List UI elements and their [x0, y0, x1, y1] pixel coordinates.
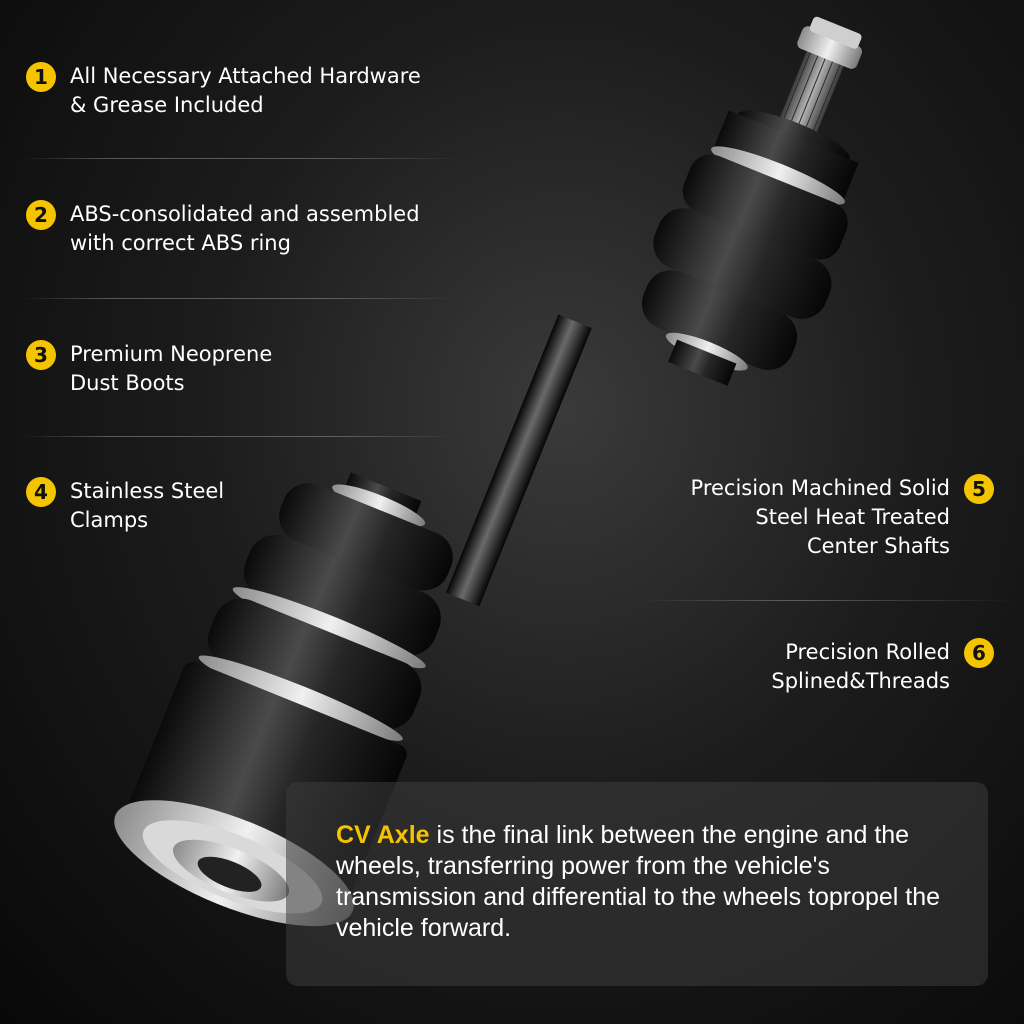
- description-panel: [286, 782, 988, 986]
- feature-5: Precision Machined Solid Steel Heat Trea…: [691, 474, 994, 561]
- feature-5-line-1: Precision Machined Solid: [690, 476, 950, 500]
- divider: [20, 298, 460, 299]
- feature-4-line-2: Clamps: [70, 508, 149, 532]
- feature-1: 1 All Necessary Attached Hardware & Grea…: [26, 62, 421, 120]
- feature-5-line-2: Steel Heat Treated: [755, 505, 950, 529]
- feature-3-number-badge: 3: [26, 340, 56, 370]
- feature-3-line-2: Dust Boots: [70, 371, 185, 395]
- divider: [20, 436, 460, 437]
- feature-6-line-1: Precision Rolled: [785, 640, 950, 664]
- feature-3-line-1: Premium Neoprene: [70, 342, 273, 366]
- feature-1-line-1: All Necessary Attached Hardware: [70, 64, 421, 88]
- feature-2-line-2: with correct ABS ring: [70, 231, 291, 255]
- feature-1-number-badge: 1: [26, 62, 56, 92]
- feature-6-line-2: Splined&Threads: [771, 669, 950, 693]
- feature-4-number-badge: 4: [26, 477, 56, 507]
- feature-1-line-2: & Grease Included: [70, 93, 264, 117]
- feature-2-number-badge: 2: [26, 200, 56, 230]
- feature-4: 4 Stainless Steel Clamps: [26, 477, 224, 535]
- description-body: is the final link between the engine and…: [336, 821, 941, 942]
- feature-6-number-badge: 6: [964, 638, 994, 668]
- feature-4-line-1: Stainless Steel: [70, 479, 225, 503]
- divider: [20, 158, 460, 159]
- feature-2-line-1: ABS-consolidated and assembled: [70, 202, 420, 226]
- feature-5-line-3: Center Shafts: [806, 534, 950, 558]
- feature-3: 3 Premium Neoprene Dust Boots: [26, 340, 272, 398]
- description-highlight: CV Axle: [336, 821, 430, 849]
- divider: [640, 600, 1020, 601]
- feature-5-number-badge: 5: [964, 474, 994, 504]
- feature-6: Precision Rolled Splined&Threads 6: [771, 638, 994, 696]
- feature-2: 2 ABS-consolidated and assembled with co…: [26, 200, 420, 258]
- description-text: CV Axle is the final link between the en…: [336, 820, 956, 944]
